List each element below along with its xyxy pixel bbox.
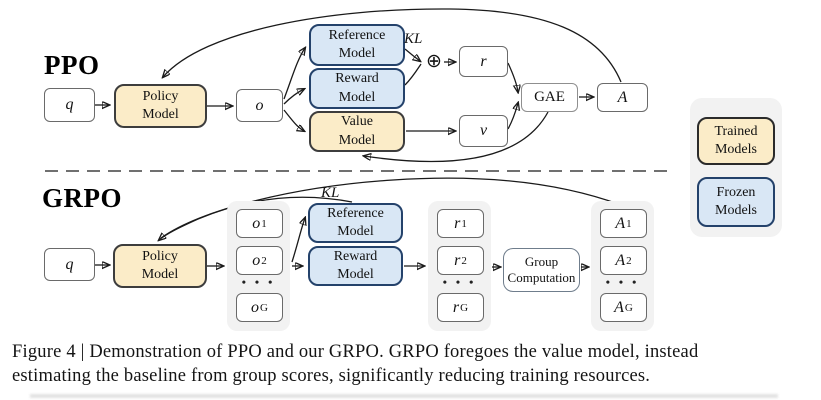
ppo-section-label: PPO [44,50,100,80]
o1-base: o [252,214,261,232]
legend-frozen-models: Frozen Models [697,177,775,227]
grpo-policy-model-box: Policy Model [113,244,207,288]
legend: Trained Models Frozen Models [690,98,782,237]
a1-sub: 1 [626,217,632,230]
r-ellipsis: • • • [442,275,477,289]
ppo-r-box: r [459,46,508,77]
cropped-text-artifact [30,394,778,398]
ppo-policy-model-box: Policy Model [114,84,207,128]
ppo-reference-model-box: Reference Model [309,24,405,66]
r2-base: r [454,251,461,269]
arrow-reward-to-plus [404,63,422,86]
a-ellipsis: • • • [605,275,640,289]
caption-line-2: estimating the baseline from group score… [12,366,651,386]
ppo-q-box: q [44,88,95,122]
aG-base: A [614,298,624,316]
o1-sub: 1 [261,217,267,230]
a2-base: A [615,251,626,269]
ppo-a-box: A [597,83,648,112]
r2-sub: 2 [461,254,467,267]
ppo-reward-model-box: Reward Model [309,68,405,109]
aG-sub: G [624,301,633,314]
a1-base: A [615,214,626,232]
ppo-o-box: o [236,89,283,122]
r1-sub: 1 [461,217,467,230]
grpo-reward-model-box: Reward Model [308,246,403,286]
o2-sub: 2 [261,254,267,267]
arrow-o-to-reference [283,48,305,100]
o2-base: o [252,251,261,269]
plus-circle-icon: ⊕ [426,51,442,72]
legend-trained-models: Trained Models [697,117,775,165]
ppo-value-model-box: Value Model [309,111,405,152]
ppo-v-box: v [459,115,508,147]
rG-base: r [452,298,460,316]
arrow-r-to-gae [507,62,518,92]
o-ellipsis: • • • [241,275,276,289]
rG-sub: G [460,301,469,314]
arrow-reference-kl-to-plus [404,48,420,61]
oG-sub: G [260,301,268,314]
arrow-o-to-value [283,109,304,131]
a2-sub: 2 [626,254,632,267]
arrow-ogroup-to-reference [291,218,305,263]
grpo-q-box: q [44,248,95,281]
arrow-v-to-gae [507,103,518,130]
ppo-kl-label: KL [404,31,423,47]
grpo-kl-label: KL [321,185,340,201]
oG-base: o [251,298,260,316]
r1-base: r [454,214,461,232]
arrow-o-to-reward [283,89,304,105]
grpo-reference-model-box: Reference Model [308,203,403,243]
caption-line-1: Figure 4 | Demonstration of PPO and our … [12,342,699,362]
grpo-section-label: GRPO [42,183,122,213]
ppo-gae-box: GAE [521,83,578,112]
grpo-group-computation-box: Group Computation [503,248,580,292]
